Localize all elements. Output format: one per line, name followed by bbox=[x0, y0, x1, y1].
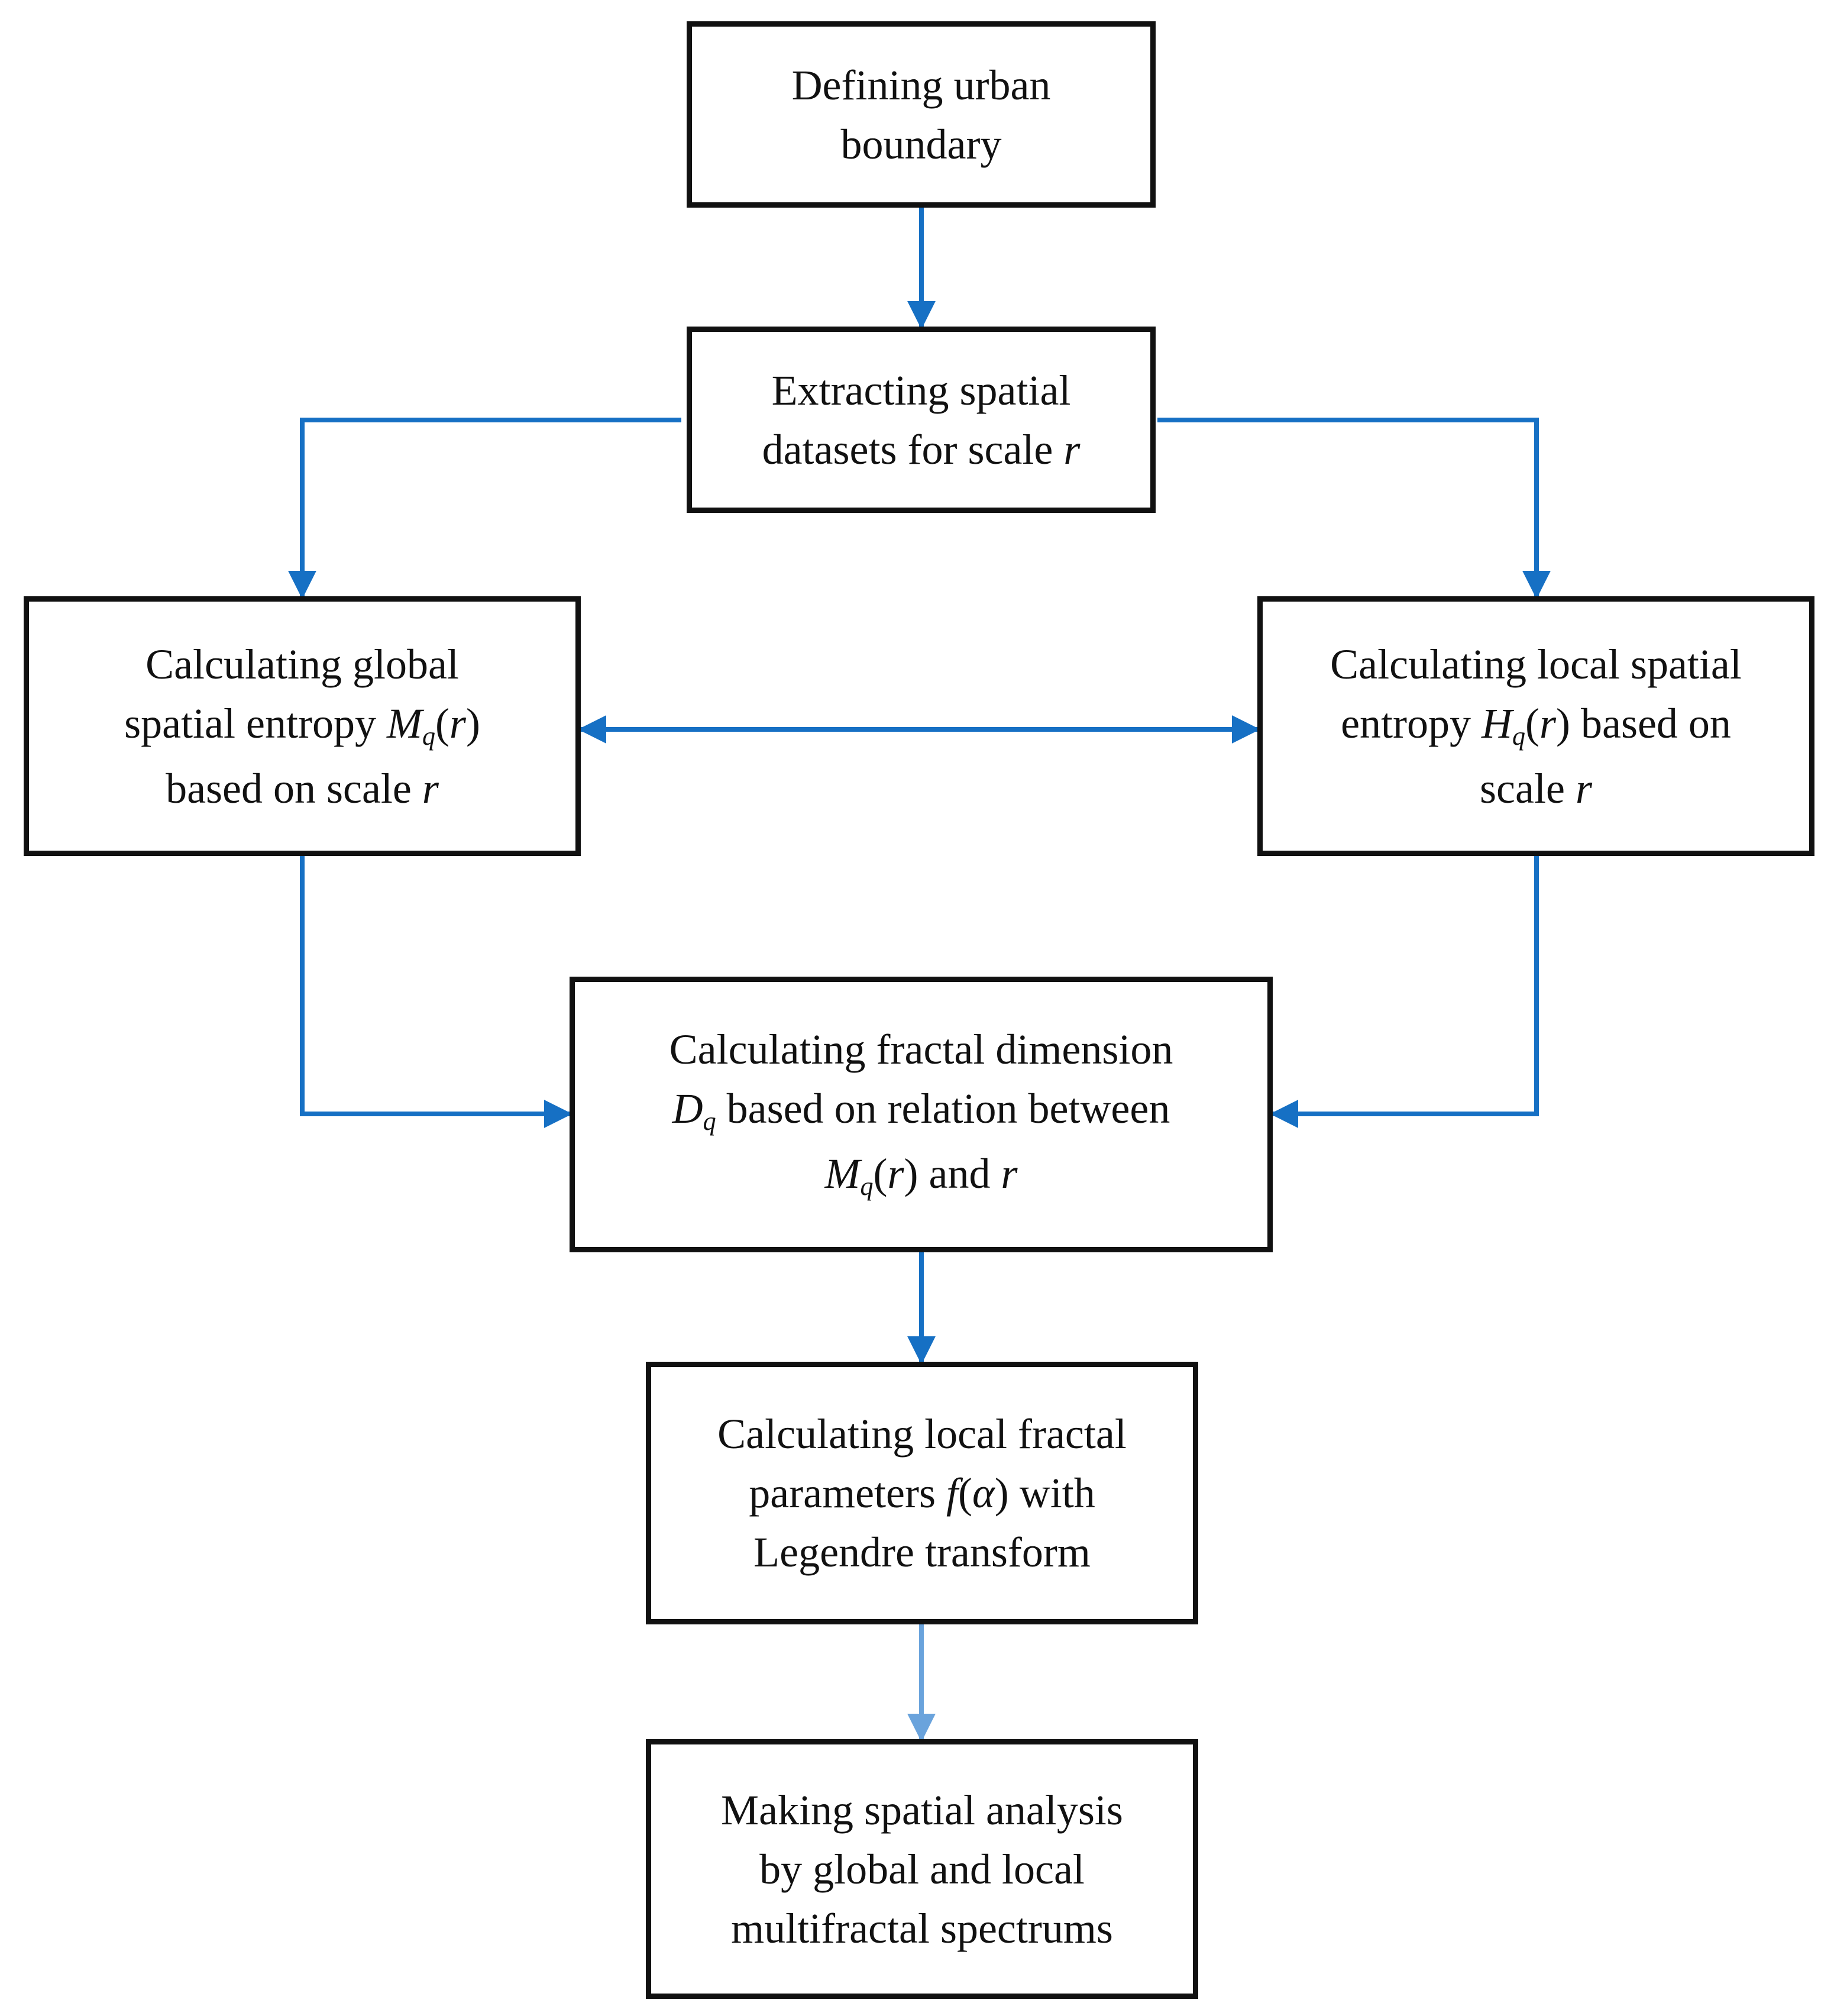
node-text-line: parameters f(α) with bbox=[749, 1463, 1095, 1523]
paren-close: ) bbox=[1556, 699, 1570, 747]
node-text-line: Calculating local spatial bbox=[1330, 640, 1742, 688]
paren-open: ( bbox=[1525, 699, 1539, 747]
node-local-spatial-entropy: Calculating local spatial entropy Hq(r) … bbox=[1257, 596, 1814, 856]
variable-alpha: α bbox=[972, 1469, 995, 1517]
subscript-q: q bbox=[422, 721, 435, 751]
node-text-line: based on scale r bbox=[166, 759, 439, 818]
text-fragment: ) and bbox=[904, 1150, 1001, 1197]
text-fragment: scale bbox=[1480, 764, 1576, 812]
variable-r: r bbox=[1539, 699, 1557, 747]
node-define-urban-boundary: Defining urban boundary bbox=[687, 21, 1156, 208]
node-text-line: Calculating local fractal bbox=[717, 1410, 1127, 1458]
node-fractal-dimension: Calculating fractal dimension Dq based o… bbox=[570, 977, 1273, 1252]
node-text-line: entropy Hq(r) based on bbox=[1341, 694, 1731, 759]
node-text-line: Making spatial analysis bbox=[721, 1786, 1123, 1834]
text-fragment: based on bbox=[1570, 699, 1731, 747]
node-text-line: Extracting spatial bbox=[771, 366, 1071, 414]
node-text-line: Mq(r) and r bbox=[825, 1144, 1018, 1209]
paren-open: ( bbox=[873, 1150, 888, 1197]
arrow-extract-to-local-entropy bbox=[1157, 418, 1551, 599]
text-fragment: based on scale bbox=[166, 764, 422, 812]
text-fragment: parameters bbox=[749, 1469, 946, 1517]
subscript-q: q bbox=[703, 1107, 716, 1136]
variable-r: r bbox=[1575, 764, 1592, 812]
node-spatial-analysis: Making spatial analysis by global and lo… bbox=[646, 1739, 1198, 1999]
node-text-line: datasets for scale r bbox=[762, 420, 1081, 479]
node-text-line: boundary bbox=[840, 120, 1002, 168]
arrow-extract-to-global-entropy bbox=[288, 418, 681, 599]
symbol-M: M bbox=[824, 1150, 861, 1197]
node-text-line: spatial entropy Mq(r) bbox=[124, 694, 480, 759]
variable-r: r bbox=[887, 1150, 904, 1197]
text-fragment: entropy bbox=[1341, 699, 1482, 747]
text-fragment: spatial entropy bbox=[124, 699, 387, 747]
node-text-line: Calculating global bbox=[145, 640, 459, 688]
arrow-local-entropy-to-fractal-dimension bbox=[1270, 856, 1539, 1128]
variable-r: r bbox=[449, 699, 466, 747]
text-fragment: with bbox=[1008, 1469, 1095, 1517]
node-text-line: by global and local bbox=[759, 1845, 1085, 1893]
paren-open: ( bbox=[435, 699, 449, 747]
node-text-line: Defining urban bbox=[791, 61, 1051, 109]
paren-open: ( bbox=[958, 1469, 972, 1517]
node-text-line: Legendre transform bbox=[753, 1529, 1091, 1576]
arrow-global-entropy-to-fractal-dimension bbox=[300, 856, 572, 1128]
node-text-line: Calculating fractal dimension bbox=[669, 1026, 1173, 1073]
paren-close: ) bbox=[994, 1469, 1009, 1517]
text-fragment: datasets for scale bbox=[762, 425, 1064, 473]
variable-r: r bbox=[1001, 1150, 1018, 1197]
subscript-q: q bbox=[860, 1172, 874, 1201]
node-text-line: multifractal spectrums bbox=[731, 1904, 1113, 1952]
node-text-line: scale r bbox=[1480, 759, 1592, 818]
paren-close: ) bbox=[465, 699, 480, 747]
text-fragment: based on relation between bbox=[716, 1085, 1170, 1132]
variable-r: r bbox=[1063, 425, 1081, 473]
subscript-q: q bbox=[1512, 721, 1525, 751]
symbol-D: D bbox=[672, 1085, 703, 1132]
node-extract-spatial-datasets: Extracting spatial datasets for scale r bbox=[687, 327, 1156, 513]
node-global-spatial-entropy: Calculating global spatial entropy Mq(r)… bbox=[24, 596, 581, 856]
variable-r: r bbox=[422, 764, 439, 812]
node-local-fractal-parameters: Calculating local fractal parameters f(α… bbox=[646, 1362, 1198, 1624]
symbol-H: H bbox=[1482, 699, 1512, 747]
symbol-M: M bbox=[386, 699, 422, 747]
node-text-line: Dq based on relation between bbox=[672, 1079, 1170, 1144]
symbol-f: f bbox=[946, 1469, 959, 1517]
